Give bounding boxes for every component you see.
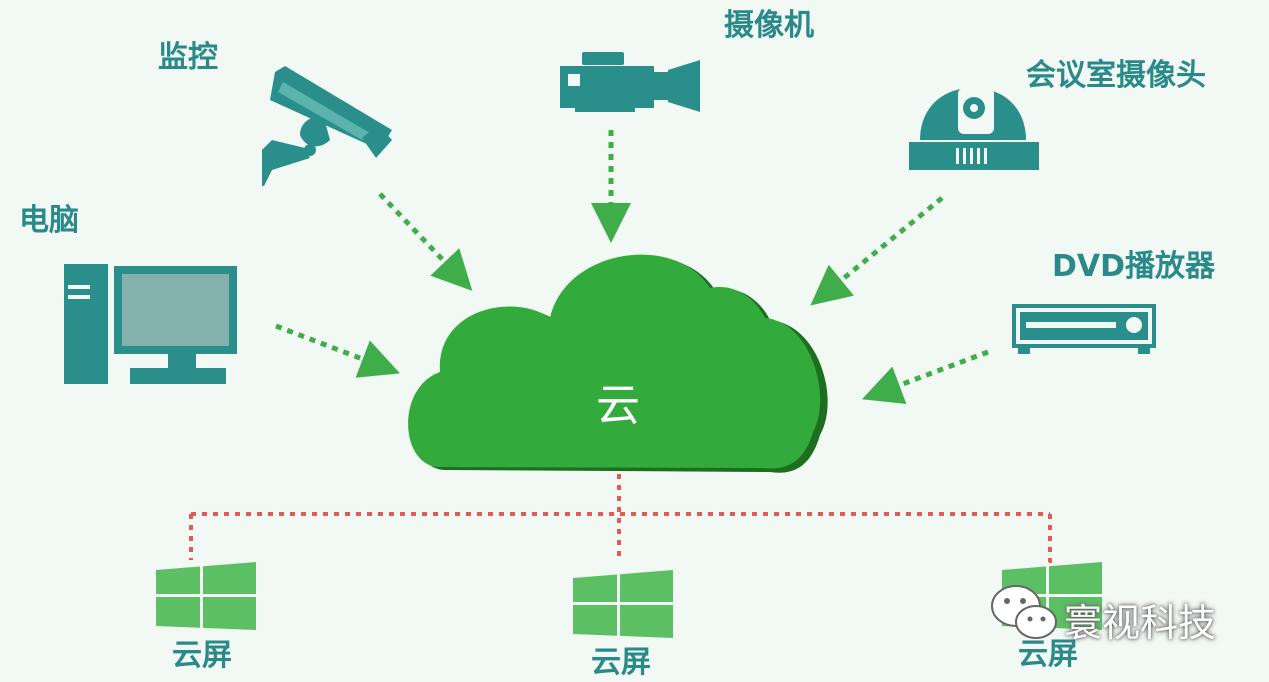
desktop-computer-icon (64, 264, 237, 384)
dvd-player-icon (1012, 304, 1156, 354)
screen-label-center: 云屏 (591, 645, 651, 680)
windows-logo-icon (573, 570, 673, 638)
watermark-text: 寰视科技 (1064, 601, 1217, 645)
windows-logo-icon (156, 562, 256, 630)
cloud-body (408, 254, 821, 469)
label-computer: 电脑 (19, 203, 79, 238)
cloud-label: 云 (596, 380, 640, 431)
arrow-surveillance (378, 192, 473, 291)
cctv-camera-icon (262, 66, 392, 186)
watermark: 寰视科技 (990, 592, 1216, 647)
wechat-icon (991, 585, 1057, 639)
arrow-computer (275, 323, 401, 378)
screens (156, 562, 1102, 638)
output-connectors (189, 474, 1052, 572)
label-conference-camera: 会议室摄像头 (1026, 58, 1206, 93)
screen-label-right: 云屏 (1018, 637, 1078, 672)
video-camera-icon (560, 52, 700, 112)
arrow-dvd-player (861, 349, 989, 404)
label-dvd-player: DVD播放器 (1052, 249, 1216, 284)
dome-camera-icon (909, 88, 1039, 170)
label-camcorder: 摄像机 (724, 8, 814, 43)
cloud (408, 254, 828, 473)
screen-label-left: 云屏 (172, 638, 232, 673)
arrow-conference-camera (810, 196, 944, 306)
label-surveillance: 监控 (158, 40, 218, 75)
input-arrows (275, 130, 989, 404)
